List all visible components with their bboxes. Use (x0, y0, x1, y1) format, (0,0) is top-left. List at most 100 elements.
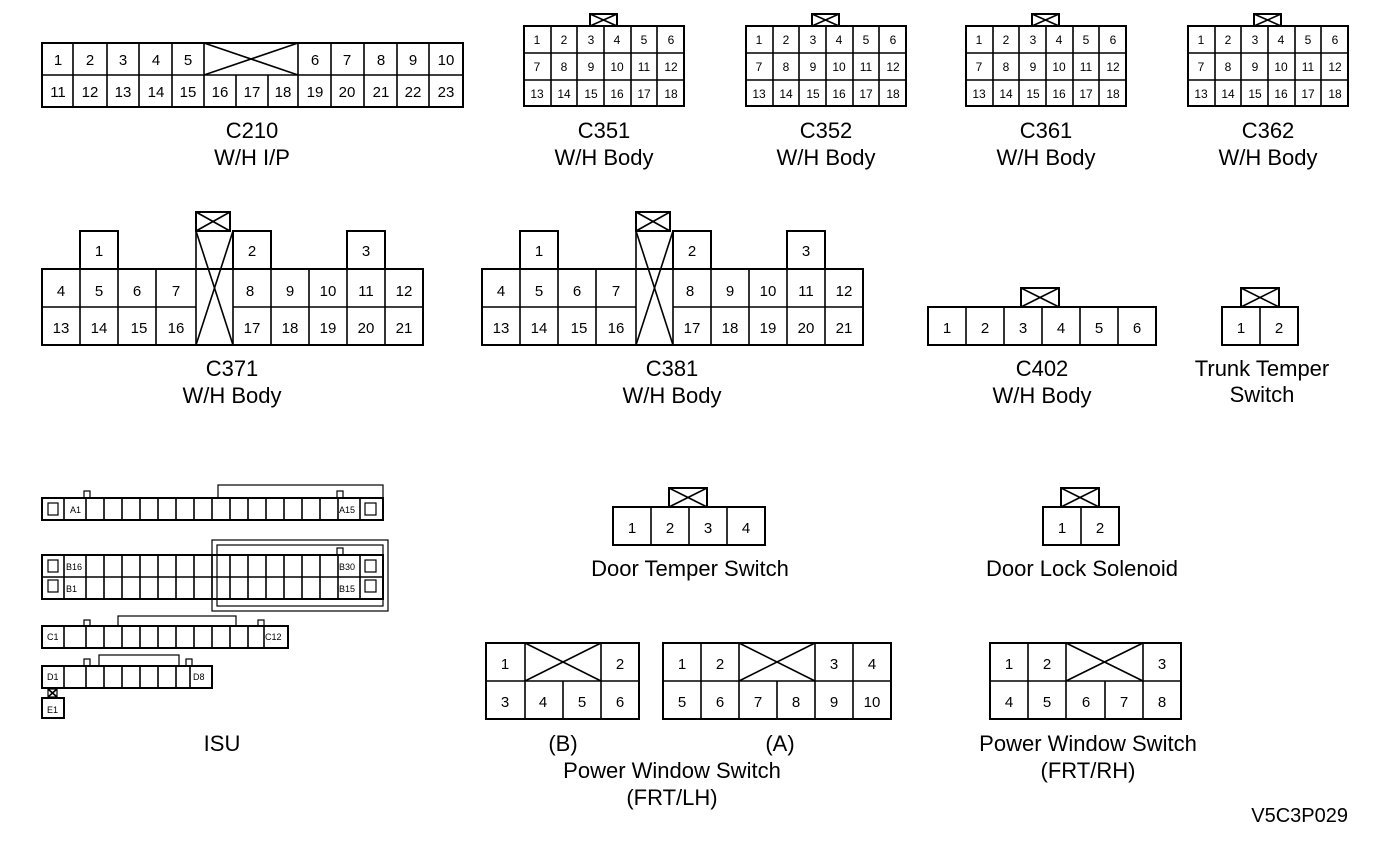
door-lock-label: Door Lock Solenoid (986, 556, 1178, 581)
c210-pin: 4 (152, 52, 160, 69)
door-lock-pin: 2 (1096, 520, 1104, 537)
isu-pin-label: D1 (47, 672, 59, 682)
c371-pin: 7 (172, 283, 180, 300)
pws-lh-b-pin: 1 (501, 656, 509, 673)
c361-pin: 5 (1083, 33, 1090, 47)
c351-pin: 3 (588, 33, 595, 47)
c210-pin: 6 (311, 52, 319, 69)
c371-pin: 4 (57, 283, 65, 300)
c361-pin: 7 (976, 60, 983, 74)
pws-rh-pin: 8 (1158, 694, 1166, 711)
c210-pin: 2 (86, 52, 94, 69)
c381-pin: 18 (722, 320, 739, 337)
c402-pin: 3 (1019, 320, 1027, 337)
c352-pin: 9 (810, 60, 817, 74)
c210-label: C210 (226, 118, 279, 143)
c402-label: C402 (1016, 356, 1069, 381)
c351-pin: 8 (561, 60, 568, 74)
c352-pin: 8 (783, 60, 790, 74)
pws-lh-b-pin: 6 (616, 694, 624, 711)
c371-pin: 6 (133, 283, 141, 300)
c381-pin: 3 (802, 243, 810, 260)
c210-pin: 17 (244, 84, 261, 101)
c381-pin: 11 (798, 283, 814, 300)
c352-pin: 6 (890, 33, 897, 47)
c352-pin: 3 (810, 33, 817, 47)
c371-pin: 9 (286, 283, 294, 300)
pws-lh-a-pin: 6 (716, 694, 724, 711)
c210-pin: 12 (82, 84, 99, 101)
c371-pin: 5 (95, 283, 103, 300)
isu-pin-label: A1 (70, 505, 81, 515)
c371-pin: 16 (168, 320, 185, 337)
c351-sub-label: W/H Body (554, 145, 653, 170)
c361-pin: 4 (1056, 33, 1063, 47)
c371-pin: 17 (244, 320, 261, 337)
c402-pin: 2 (981, 320, 989, 337)
c351-pin: 7 (534, 60, 541, 74)
c351-pin: 1 (534, 33, 541, 47)
pws-rh-pin: 1 (1005, 656, 1013, 673)
c362-pin: 1 (1198, 33, 1205, 47)
connector-c381: 1 2 3 4 5 6 7 8 9 10 11 12 13 14 15 16 1… (481, 211, 864, 408)
c371-pin: 20 (358, 320, 375, 337)
c210-pin: 23 (438, 84, 455, 101)
c381-sub-label: W/H Body (622, 383, 721, 408)
c351-pin: 14 (557, 87, 571, 101)
isu-label: ISU (204, 731, 241, 756)
c352-pin: 1 (756, 33, 763, 47)
c361-sub-label: W/H Body (996, 145, 1095, 170)
c371-pin: 18 (282, 320, 299, 337)
c402-pin: 6 (1133, 320, 1141, 337)
c402-sub-label: W/H Body (992, 383, 1091, 408)
c361-pin: 8 (1003, 60, 1010, 74)
c381-pin: 16 (608, 320, 625, 337)
door-temper-pin: 1 (628, 520, 636, 537)
c361-pin: 18 (1106, 87, 1120, 101)
trunk-pin: 1 (1237, 320, 1245, 337)
c381-pin: 9 (726, 283, 734, 300)
c352-pin: 11 (860, 60, 873, 74)
pws-lh-a-pin: 1 (678, 656, 686, 673)
door-temper-pin: 4 (742, 520, 750, 537)
connector-c210: 1 2 3 4 5 6 7 8 9 10 11 12 13 14 15 16 1… (41, 42, 464, 170)
c381-pin: 7 (612, 283, 620, 300)
c351-pin: 17 (637, 87, 651, 101)
connector-isu: A1 A15 B16 B30 B1 B15 C1 C12 D1 D8 E1 IS… (41, 484, 389, 756)
connector-door-lock-solenoid: 1 2 Door Lock Solenoid (986, 487, 1178, 581)
c351-pin: 12 (664, 60, 678, 74)
c352-pin: 13 (752, 87, 766, 101)
c381-pin: 4 (497, 283, 505, 300)
connector-power-window-switch-lh: 1 2 3 4 5 6 1 2 3 4 5 6 7 8 9 10 (B) (A) (485, 642, 892, 810)
c361-pin: 12 (1106, 60, 1120, 74)
pws-rh-pin: 3 (1158, 656, 1166, 673)
pws-lh-a-label: (A) (765, 731, 794, 756)
c362-pin: 8 (1225, 60, 1232, 74)
c381-pin: 17 (684, 320, 701, 337)
trunk-label-line2: Switch (1230, 382, 1295, 407)
c352-pin: 12 (886, 60, 900, 74)
c381-pin: 14 (531, 320, 548, 337)
c210-pin: 18 (275, 84, 292, 101)
c351-pin: 13 (530, 87, 544, 101)
c210-pin: 7 (343, 52, 351, 69)
c371-pin: 2 (248, 243, 256, 260)
c402-pin: 5 (1095, 320, 1103, 337)
isu-pin-label: C12 (265, 632, 282, 642)
c371-sub-label: W/H Body (182, 383, 281, 408)
c361-pin: 3 (1030, 33, 1037, 47)
c351-pin: 16 (610, 87, 624, 101)
c362-pin: 12 (1328, 60, 1342, 74)
c352-pin: 4 (836, 33, 843, 47)
door-temper-label: Door Temper Switch (591, 556, 789, 581)
c210-pin: 22 (405, 84, 422, 101)
isu-pin-label: E1 (47, 705, 58, 715)
c381-pin: 19 (760, 320, 777, 337)
isu-pin-label: B16 (66, 562, 82, 572)
isu-pin-label: B1 (66, 584, 77, 594)
pws-lh-a-pin: 3 (830, 656, 838, 673)
door-temper-pin: 2 (666, 520, 674, 537)
c352-pin: 17 (859, 87, 873, 101)
c381-label: C381 (646, 356, 699, 381)
